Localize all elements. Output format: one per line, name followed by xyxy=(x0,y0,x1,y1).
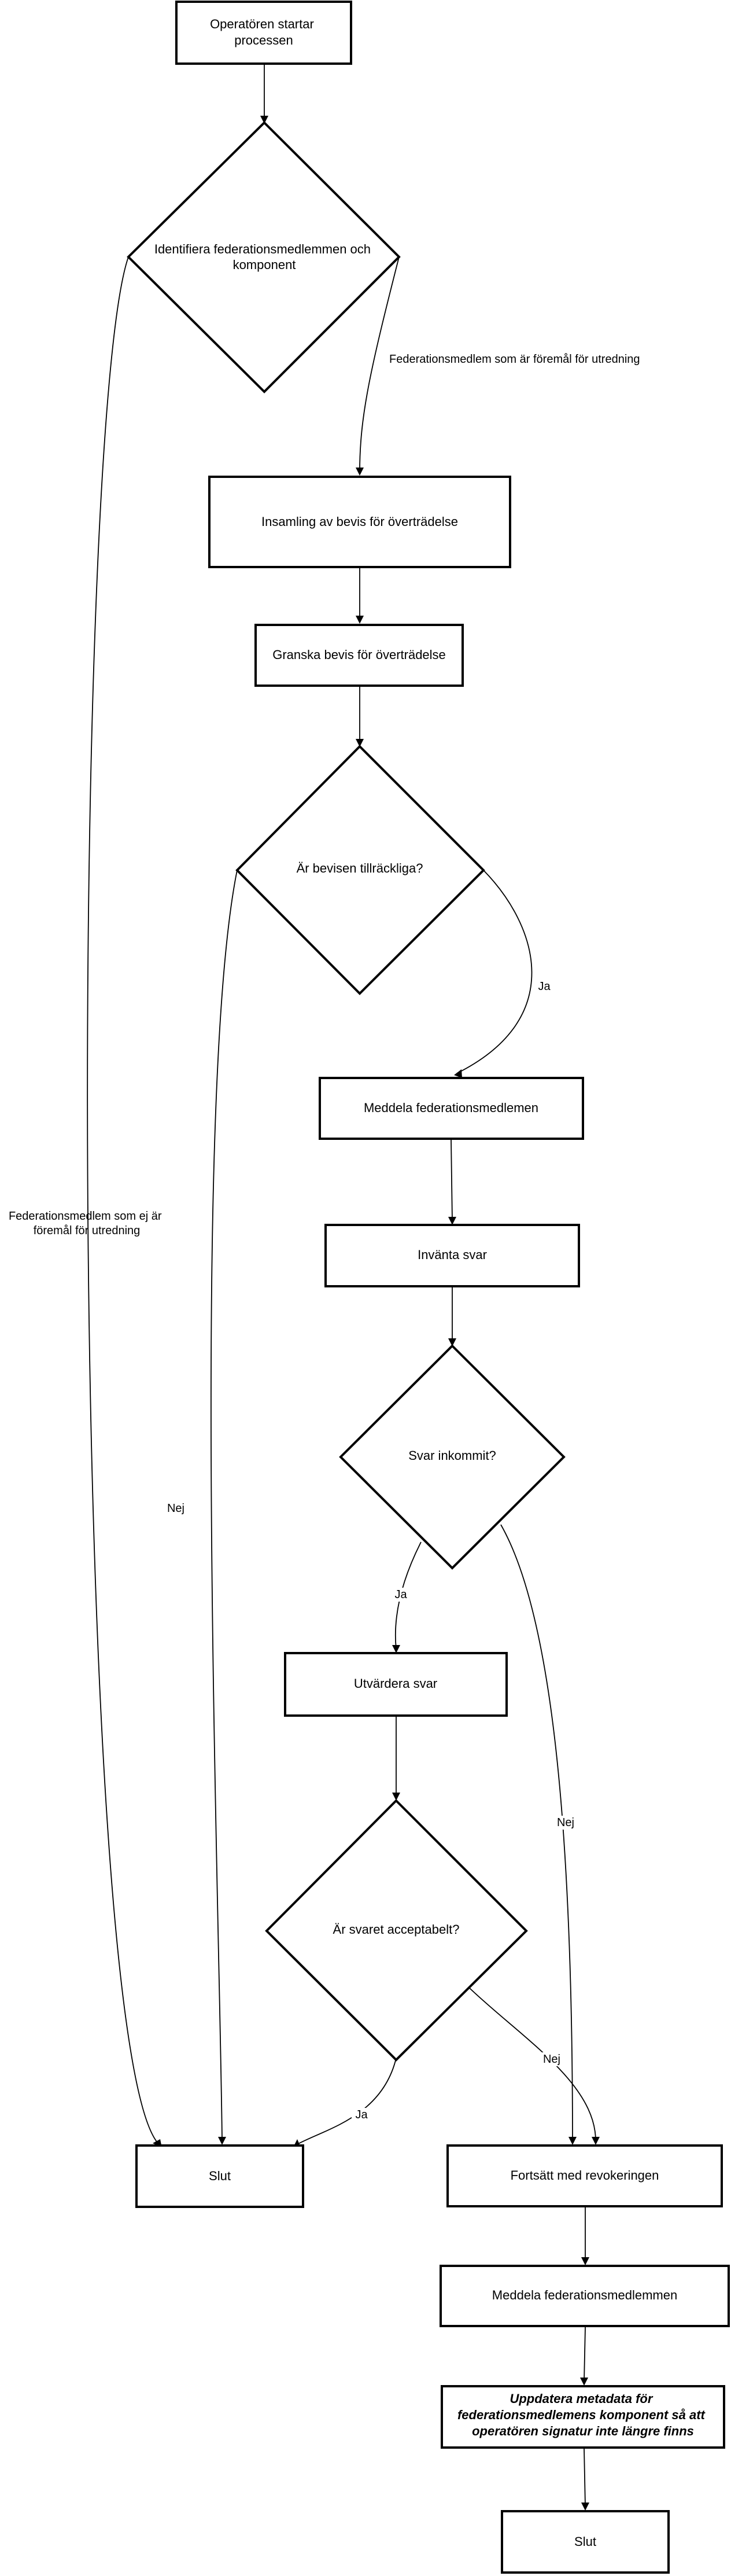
edge-labels: Federationsmedlem som ej är föremål för … xyxy=(9,353,640,2122)
node-sufficient: Är bevisen tillräckliga? xyxy=(235,745,485,995)
edge-label-sufficient-yes: Ja xyxy=(538,980,551,993)
node-acceptable-label: Är svaret acceptabelt? xyxy=(333,1922,460,1937)
arrowhead xyxy=(581,2257,589,2265)
node-end2: Slut xyxy=(501,2510,670,2574)
arrowhead xyxy=(356,468,364,476)
arrowhead xyxy=(448,1338,456,1346)
edge-sufficient-to-end1 xyxy=(211,870,238,2141)
edge-acceptable-to-end1 xyxy=(296,2058,397,2146)
node-await: Invänta svar xyxy=(324,1224,580,1287)
node-notify1-label: Meddela federationsmedlemen xyxy=(364,1101,538,1115)
edge-label-investigated: Federationsmedlem som är föremål för utr… xyxy=(389,353,640,366)
edge-label-acceptable-yes: Ja xyxy=(355,2108,368,2121)
node-identify-label: Identifiera federationsmedlemmen och kom… xyxy=(154,242,374,272)
node-update-label: Uppdatera metadata för federationsmedlem… xyxy=(457,2391,708,2438)
edge-label-acceptable-no: Nej xyxy=(543,2053,560,2066)
node-end1-label: Slut xyxy=(209,2169,231,2183)
node-start: Operatören startar processen xyxy=(175,1,352,65)
node-evaluate: Utvärdera svar xyxy=(284,1652,508,1717)
edge-sufficient-to-notify1 xyxy=(456,870,533,1074)
arrowhead xyxy=(592,2137,600,2145)
edge-label-received-yes: Ja xyxy=(394,1588,407,1601)
arrowhead xyxy=(580,2378,588,2386)
node-received-label: Svar inkommit? xyxy=(408,1448,496,1463)
edges xyxy=(87,65,600,2511)
node-notify2: Meddela federationsmedlemmen xyxy=(440,2265,730,2327)
edge-identify-to-collect xyxy=(359,256,400,472)
node-evaluate-label: Utvärdera svar xyxy=(354,1676,437,1691)
node-review: Granska bevis för överträdelse xyxy=(254,624,464,687)
edge-acceptable-to-continue xyxy=(469,1988,596,2141)
edge-notify1-to-await xyxy=(451,1139,453,1221)
node-await-label: Invänta svar xyxy=(418,1247,487,1262)
arrowhead xyxy=(392,1645,400,1653)
arrowhead xyxy=(356,739,364,747)
node-identify: Identifiera federationsmedlemmen och kom… xyxy=(127,121,401,393)
arrowhead xyxy=(568,2137,577,2145)
edge-label-sufficient-no: Nej xyxy=(167,1502,184,1515)
node-acceptable: Är svaret acceptabelt? xyxy=(265,1799,528,2062)
node-end2-label: Slut xyxy=(574,2534,596,2549)
arrowhead xyxy=(218,2137,226,2145)
edge-identify-to-end1 xyxy=(87,256,160,2146)
node-update: Uppdatera metadata för federationsmedlem… xyxy=(441,2385,725,2449)
edge-label-received-no: Nej xyxy=(557,1816,574,1829)
node-received: Svar inkommit? xyxy=(339,1344,566,1570)
node-review-label: Granska bevis för överträdelse xyxy=(272,647,446,662)
arrowhead xyxy=(454,1069,462,1078)
node-continue: Fortsätt med revokeringen xyxy=(446,2144,723,2207)
edge-received-to-continue xyxy=(500,1524,573,2141)
node-continue-label: Fortsätt med revokeringen xyxy=(511,2168,659,2183)
arrowhead xyxy=(448,1217,456,1225)
arrowhead xyxy=(356,616,364,624)
edge-update-to-end2 xyxy=(584,2448,586,2507)
node-sufficient-label: Är bevisen tillräckliga? xyxy=(297,861,423,875)
node-notify2-label: Meddela federationsmedlemmen xyxy=(492,2288,677,2302)
node-notify1: Meddela federationsmedlemen xyxy=(319,1077,584,1140)
node-start-label: Operatören startar processen xyxy=(210,17,317,47)
arrowhead xyxy=(392,1793,400,1801)
node-collect-label: Insamling av bevis för överträdelse xyxy=(261,514,458,529)
arrowhead xyxy=(581,2503,589,2511)
edge-notify2-to-update xyxy=(584,2327,586,2382)
node-end1: Slut xyxy=(135,2144,304,2208)
edge-label-not-investigated: Federationsmedlem som ej är föremål för … xyxy=(9,1210,165,1237)
node-collect: Insamling av bevis för överträdelse xyxy=(208,476,511,568)
arrowhead xyxy=(260,116,268,124)
